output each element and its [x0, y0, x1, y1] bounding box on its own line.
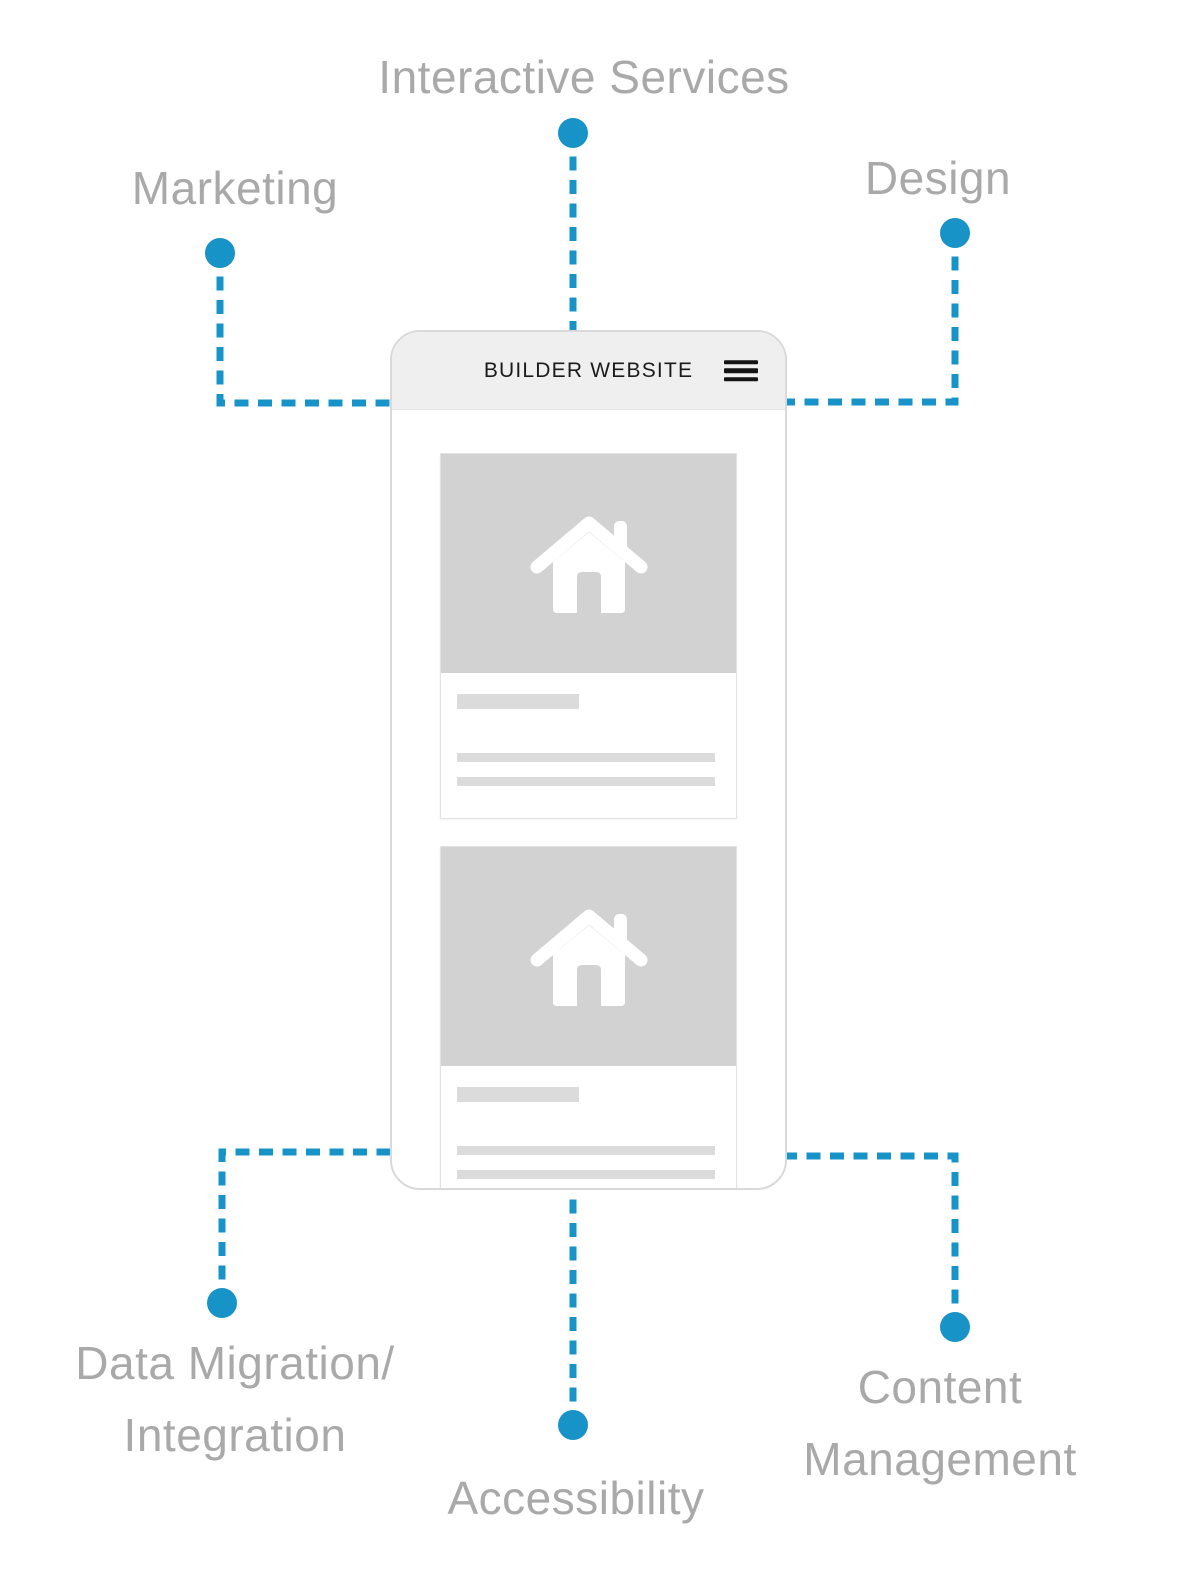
phone-mockup: BUILDER WEBSITE — [390, 330, 787, 1190]
listing-card — [440, 846, 737, 1188]
text-placeholder-bar — [457, 753, 715, 762]
design-dot-icon — [940, 218, 970, 248]
label-content-management-line1: Content — [857, 1361, 1023, 1413]
text-placeholder-bar — [457, 1146, 715, 1155]
title-placeholder-bar — [457, 1087, 579, 1102]
card-image-placeholder — [441, 847, 736, 1066]
phone-content — [392, 410, 785, 1188]
title-placeholder-bar — [457, 694, 579, 709]
marketing-dot-icon — [205, 238, 235, 268]
card-body — [441, 1066, 736, 1188]
hamburger-bar — [724, 359, 758, 365]
data-migration-dot-icon — [207, 1288, 237, 1318]
card-body — [441, 673, 736, 818]
home-icon — [530, 909, 647, 1006]
listing-card — [440, 453, 737, 819]
connector-marketing — [216, 253, 391, 407]
label-design: Design — [864, 152, 1012, 204]
accessibility-dot-icon — [558, 1410, 588, 1440]
content-management-dot-icon — [940, 1312, 970, 1342]
connector-content-management — [787, 1152, 959, 1327]
card-image-placeholder — [441, 454, 736, 673]
connector-design — [787, 233, 959, 406]
label-data-migration-integration: Data Migration/ Integration — [75, 1327, 394, 1471]
phone-header: BUILDER WEBSITE — [392, 332, 785, 410]
label-data-migration-line1: Data Migration/ — [75, 1337, 395, 1389]
hamburger-bar — [724, 368, 758, 373]
hamburger-icon — [724, 359, 758, 382]
label-marketing: Marketing — [131, 162, 339, 214]
label-accessibility: Accessibility — [447, 1472, 705, 1524]
label-content-management-line2: Management — [803, 1433, 1077, 1485]
hamburger-bar — [724, 376, 758, 382]
interactive-services-dot-icon — [558, 118, 588, 148]
connector-data-migration — [218, 1148, 391, 1303]
label-content-management: Content Management — [803, 1351, 1077, 1495]
label-data-migration-line2: Integration — [123, 1409, 347, 1461]
home-icon — [530, 516, 647, 613]
text-placeholder-bar — [457, 777, 715, 786]
label-interactive-services: Interactive Services — [378, 51, 790, 103]
phone-header-title: BUILDER WEBSITE — [483, 358, 694, 382]
text-placeholder-bar — [457, 1170, 715, 1179]
